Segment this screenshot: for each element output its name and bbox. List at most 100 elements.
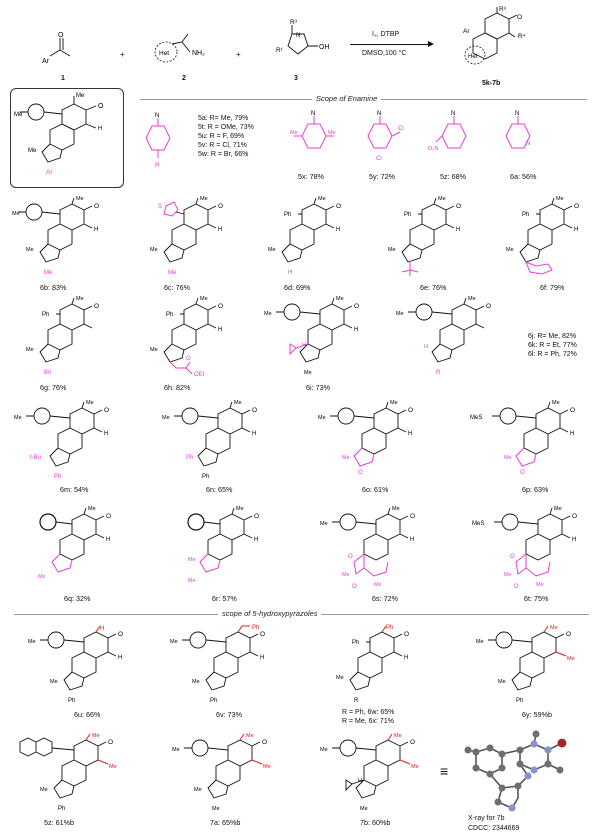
atom-label: H — [336, 227, 340, 233]
list-item: 5v: R = Cl, 71% — [198, 142, 247, 149]
compound-number-1: 1 — [61, 75, 65, 82]
pyrazolone-3-structure: R³ OH R¹ N — [276, 19, 330, 55]
atom-label: t-Bu — [30, 455, 41, 461]
section-title-hydroxypyrazoles: scope of 5-hydroxypyrazoles — [218, 609, 322, 618]
pyridyl-6a-structure: N N — [505, 111, 531, 149]
reagent-bottom: DMSO,100 °C — [362, 50, 407, 57]
caption-5z: 5z: 68% — [440, 172, 466, 181]
atom-label: N — [155, 113, 159, 119]
atom-label: R¹ — [276, 47, 284, 54]
atom-label: Ph — [166, 312, 173, 318]
atom-label: O — [574, 203, 579, 210]
atom-label: O — [98, 103, 104, 110]
plus-sign: + — [236, 50, 241, 59]
atom-label: O — [410, 739, 415, 746]
aryl-5y-structure: N Cl Cl — [367, 111, 404, 162]
structure-6p: MeS Me O H Me O — [470, 400, 575, 476]
atom-label: N — [451, 111, 455, 117]
atom-label: Me — [40, 787, 48, 793]
atom-label: Me — [162, 415, 170, 421]
list-item: 5u: R = F, 69% — [198, 133, 245, 140]
atom-label: O — [104, 407, 109, 414]
structure-6s: Me Me O H O Me O Me — [320, 506, 415, 590]
structure-6q: Me O H Me — [38, 506, 111, 580]
atom-label: MeS — [472, 521, 484, 527]
atom-label: Me — [360, 806, 368, 812]
atom-label: Ph — [522, 212, 529, 218]
atom-label: O — [410, 513, 415, 520]
structure-6o: Me Me O H Me O — [318, 400, 413, 476]
atom-label: Me — [14, 112, 23, 118]
atom-label: Me — [320, 521, 328, 527]
atom-label: Me — [388, 247, 396, 253]
atom-label: O — [336, 203, 341, 210]
product-number: 5k-7b — [482, 80, 501, 87]
caption-7b: 7b: 60%b — [360, 818, 391, 827]
atom-label: N — [311, 111, 315, 117]
caption-6b: 6b: 83% — [40, 283, 67, 292]
atom-label: O — [58, 32, 64, 39]
atom-label: R — [155, 162, 160, 169]
atom-label: O — [514, 584, 519, 590]
atom-label: Me — [192, 679, 200, 685]
arrow-head — [428, 41, 434, 47]
atom-label: Me — [342, 572, 350, 578]
atom-label: O — [358, 470, 363, 476]
atom-label: H — [106, 537, 110, 543]
atom-label: Me — [12, 211, 20, 217]
caption-6r: 6r: 57% — [212, 594, 237, 603]
structure-6n: Me Me O H Ph Ph — [162, 400, 257, 480]
aryl-5z-structure: N O₂N — [428, 111, 467, 152]
atom-label: Bn — [44, 370, 51, 376]
atom-label: Me — [86, 400, 94, 406]
atom-label: H — [254, 537, 258, 543]
list-item: 6j: R= Me, 82% — [528, 333, 577, 340]
list-item: R = Ph, 6w: 65% — [342, 709, 395, 716]
caption-6h: 6h: 82% — [164, 383, 191, 392]
enamine-list: 5a: R= Me, 79% 5t: R = OMe, 73% 5u: R = … — [198, 114, 254, 159]
structure-6r: Me O H Me Me — [187, 506, 259, 584]
atom-label: O — [517, 14, 522, 21]
xray-caption: X-ray for 7b — [468, 815, 505, 822]
atom-label: H — [218, 227, 222, 233]
atom-label: Ar — [46, 169, 53, 176]
atom-label: O — [118, 631, 123, 638]
caption-6q: 6q: 32% — [64, 594, 91, 603]
atom-label: Me — [328, 130, 336, 136]
atom-label: Ph — [516, 698, 523, 704]
atom-label: H — [100, 626, 104, 632]
atom-label: Het — [159, 50, 169, 57]
atom-label: Me — [212, 806, 220, 812]
general-product-box — [10, 88, 124, 188]
atom-label: Me — [411, 764, 419, 770]
atom-label: Ar — [463, 28, 470, 35]
structure-6c: S Me O H Me Me — [150, 196, 223, 276]
atom-label: N — [515, 111, 519, 117]
product-structure: Ar R⁴ R³ O Het — [463, 6, 526, 65]
xray-structure-image — [464, 730, 567, 812]
atom-label: O — [262, 739, 267, 746]
atom-label: Me — [504, 455, 512, 461]
caption-6a: 6a: 56% — [510, 172, 537, 181]
atom-label: Me — [498, 679, 506, 685]
caption-6e: 6e: 76% — [420, 283, 447, 292]
atom-label: H — [570, 431, 574, 437]
caption-6d: 6d: 69% — [284, 283, 311, 292]
atom-label: Me — [26, 247, 34, 253]
atom-label: Me — [88, 506, 96, 512]
atom-label: R⁴ — [518, 33, 526, 40]
atom-label: Me — [194, 787, 202, 793]
atom-label: Me — [504, 572, 512, 578]
structure-6g: Ph Me O Me Bn — [26, 296, 99, 376]
atom-label: Me — [234, 400, 242, 406]
reagent-top: I₂, DTBP — [372, 31, 400, 38]
atom-label: Ph — [386, 625, 393, 631]
atom-label: O — [456, 203, 461, 210]
equivalence-symbol: ≡ — [440, 763, 449, 779]
atom-label: H — [118, 655, 122, 661]
plus-sign: + — [120, 50, 125, 59]
atom-label: Me — [320, 747, 328, 753]
atom-label: Ph — [404, 212, 411, 218]
atom-label: Me — [468, 296, 476, 302]
aryl-5a-structure: N R — [145, 113, 171, 169]
